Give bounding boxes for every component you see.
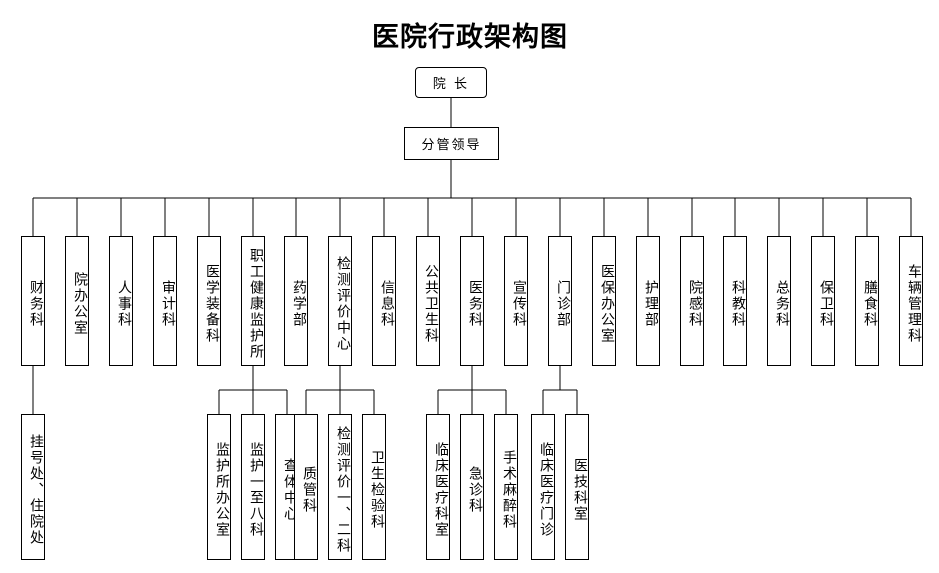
dept-box-cheliang: 车辆管理科: [899, 236, 923, 366]
root-node-label: 院 长: [432, 77, 470, 92]
dept-box-yibao-label: 医保办公室: [599, 263, 615, 344]
dept-box-huli: 护理部: [636, 236, 660, 366]
dept-box-menzhen-label: 门诊部: [555, 279, 571, 328]
subunit-box-menzhen-1: 医技科室: [565, 414, 589, 560]
dept-box-shanshi: 膳食科: [855, 236, 879, 366]
dept-box-yuangan: 院感科: [680, 236, 704, 366]
subunit-box-zhigong-0: 监护所办公室: [207, 414, 231, 560]
dept-box-yixue-label: 医学装备科: [204, 263, 220, 344]
dept-box-gonggong-label: 公共卫生科: [423, 263, 439, 344]
manager-node-label: 分管领导: [421, 138, 482, 153]
dept-box-kejiao: 科教科: [723, 236, 747, 366]
dept-box-jiance: 检测评价中心: [328, 236, 352, 366]
subunit-box-jiance-0-label: 质管科: [301, 465, 317, 514]
dept-box-baowei: 保卫科: [811, 236, 835, 366]
dept-box-huli-label: 护理部: [643, 279, 659, 328]
dept-box-xinxi: 信息科: [372, 236, 396, 366]
manager-node: 分管领导: [404, 127, 499, 160]
subunit-box-yiwu-1-label: 急诊科: [467, 465, 483, 514]
dept-box-zongwu: 总务科: [767, 236, 791, 366]
dept-box-kejiao-label: 科教科: [730, 279, 746, 328]
dept-box-renshi: 人事科: [109, 236, 133, 366]
dept-box-yuanban: 院办公室: [65, 236, 89, 366]
subunit-box-jiance-1: 检测评价一、二科: [328, 414, 352, 560]
subunit-box-zhigong-1-label: 监护一至八科: [248, 441, 264, 538]
dept-box-cheliang-label: 车辆管理科: [906, 263, 922, 344]
dept-box-baowei-label: 保卫科: [818, 279, 834, 328]
dept-box-shenji: 审计科: [153, 236, 177, 366]
dept-box-yaoxue-label: 药学部: [291, 279, 307, 328]
chart-title: 医院行政架构图: [372, 22, 568, 53]
dept-box-yuangan-label: 院感科: [687, 279, 703, 328]
dept-box-menzhen: 门诊部: [548, 236, 572, 366]
dept-box-xinxi-label: 信息科: [379, 279, 395, 328]
subunit-box-yiwu-1: 急诊科: [460, 414, 484, 560]
subunit-box-menzhen-0-label: 临床医疗门诊: [538, 441, 554, 538]
subunit-box-yiwu-2: 手术麻醉科: [494, 414, 518, 560]
subunit-box-yiwu-0-label: 临床医疗科室: [433, 441, 449, 538]
dept-box-xuanchuan-label: 宣传科: [511, 279, 527, 328]
subunit-box-jiance-1-label: 检测评价一、二科: [335, 425, 351, 554]
subunit-box-menzhen-0: 临床医疗门诊: [531, 414, 555, 560]
subunit-box-caiwu-0: 挂号处、住院处: [21, 414, 45, 560]
dept-box-caiwu: 财务科: [21, 236, 45, 366]
dept-box-yiwu-label: 医务科: [467, 279, 483, 328]
dept-box-yaoxue: 药学部: [284, 236, 308, 366]
dept-box-xuanchuan: 宣传科: [504, 236, 528, 366]
subunit-box-jiance-0: 质管科: [294, 414, 318, 560]
subunit-box-jiance-2: 卫生检验科: [362, 414, 386, 560]
dept-box-renshi-label: 人事科: [116, 279, 132, 328]
dept-box-caiwu-label: 财务科: [28, 279, 44, 328]
dept-box-yiwu: 医务科: [460, 236, 484, 366]
subunit-box-yiwu-2-label: 手术麻醉科: [501, 449, 517, 530]
dept-box-yixue: 医学装备科: [197, 236, 221, 366]
dept-box-jiance-label: 检测评价中心: [335, 255, 351, 352]
subunit-box-zhigong-1: 监护一至八科: [241, 414, 265, 560]
subunit-box-yiwu-0: 临床医疗科室: [426, 414, 450, 560]
dept-box-zhigong-label: 职工健康监护所: [248, 247, 264, 360]
dept-box-yuanban-label: 院办公室: [72, 271, 88, 336]
dept-box-shenji-label: 审计科: [160, 279, 176, 328]
dept-box-yibao: 医保办公室: [592, 236, 616, 366]
root-node: 院 长: [415, 67, 487, 98]
subunit-box-menzhen-1-label: 医技科室: [572, 457, 588, 522]
subunit-box-zhigong-0-label: 监护所办公室: [214, 441, 230, 538]
subunit-box-jiance-2-label: 卫生检验科: [369, 449, 385, 530]
subunit-box-caiwu-0-label: 挂号处、住院处: [28, 433, 44, 546]
dept-box-gonggong: 公共卫生科: [416, 236, 440, 366]
dept-box-zhigong: 职工健康监护所: [241, 236, 265, 366]
dept-box-shanshi-label: 膳食科: [862, 279, 878, 328]
dept-box-zongwu-label: 总务科: [774, 279, 790, 328]
